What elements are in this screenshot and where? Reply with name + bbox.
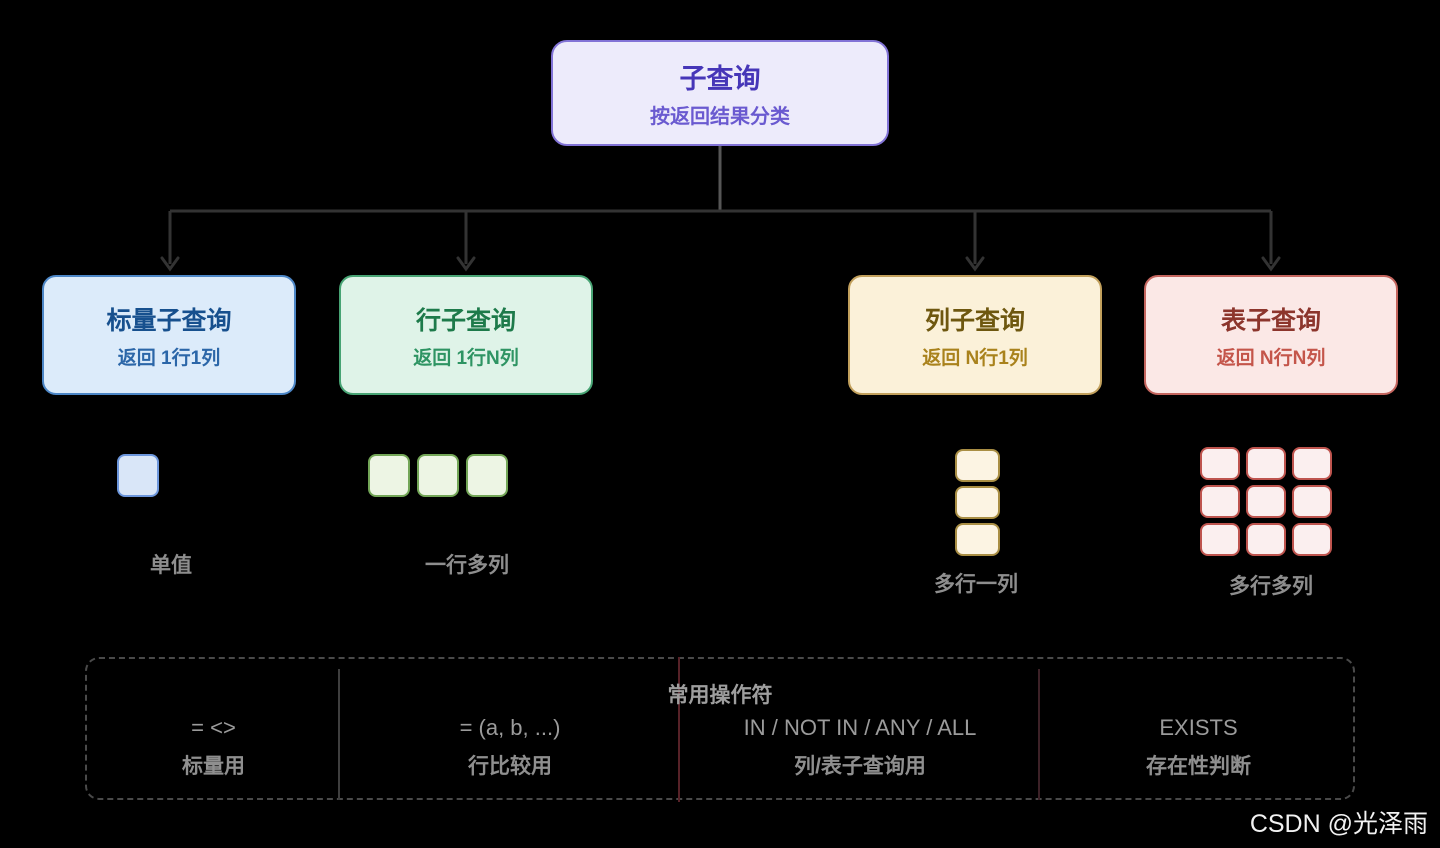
column-cells-icon <box>955 449 1000 556</box>
node-subtitle: 返回 1行N列 <box>413 347 519 369</box>
cell <box>1200 485 1240 518</box>
operator-symbols: IN / NOT IN / ANY / ALL <box>743 715 977 740</box>
node-title: 表子查询 <box>1220 306 1321 335</box>
row-cells-icon <box>368 454 508 497</box>
node-scalar-subquery: 标量子查询 返回 1行1列 <box>42 275 296 395</box>
root-node-subquery: 子查询 按返回结果分类 <box>551 40 889 146</box>
cell <box>955 486 1000 519</box>
cell <box>117 454 159 497</box>
node-title: 行子查询 <box>415 306 516 335</box>
operator-usage: 列/表子查询用 <box>794 755 926 778</box>
operators-panel: 常用操作符 = <> 标量用 = (a, b, ...) 行比较用 IN / N… <box>85 657 1357 802</box>
grid-cells-label: 多行多列 <box>1229 575 1313 598</box>
column-cells-label: 多行一列 <box>934 573 1018 596</box>
node-title: 列子查询 <box>924 306 1025 335</box>
single-cell-label: 单值 <box>150 554 192 577</box>
operator-column-in-any-all: IN / NOT IN / ANY / ALL 列/表子查询用 <box>680 715 1040 780</box>
divider <box>1038 669 1040 800</box>
root-subtitle: 按返回结果分类 <box>650 106 790 128</box>
cell <box>466 454 508 497</box>
cell <box>1200 523 1240 556</box>
node-subtitle: 返回 N行N列 <box>1216 347 1326 369</box>
node-row-subquery: 行子查询 返回 1行N列 <box>339 275 593 395</box>
operator-usage: 行比较用 <box>468 755 552 778</box>
cell <box>1246 447 1286 480</box>
grid-cells-icon <box>1200 447 1332 556</box>
operators-panel-title: 常用操作符 <box>667 684 773 707</box>
operator-symbols: EXISTS <box>1159 715 1238 740</box>
node-subtitle: 返回 N行1列 <box>922 347 1028 369</box>
cell <box>1292 447 1332 480</box>
single-cell-icon <box>117 454 159 502</box>
watermark: CSDN @光泽雨 <box>1249 810 1428 838</box>
node-subtitle: 返回 1行1列 <box>117 347 221 369</box>
cell <box>1246 485 1286 518</box>
operator-column-row: = (a, b, ...) 行比较用 <box>340 715 680 780</box>
operator-usage: 存在性判断 <box>1146 755 1251 778</box>
cell <box>955 449 1000 482</box>
row-cells-label: 一行多列 <box>425 554 509 577</box>
cell <box>955 523 1000 556</box>
root-title: 子查询 <box>679 64 761 94</box>
divider <box>678 657 680 802</box>
operator-symbols: = (a, b, ...) <box>459 715 561 740</box>
operator-column-scalar: = <> 标量用 <box>87 715 340 780</box>
cell <box>417 454 459 497</box>
operator-symbols: = <> <box>191 715 236 740</box>
cell <box>1200 447 1240 480</box>
node-column-subquery: 列子查询 返回 N行1列 <box>848 275 1102 395</box>
operator-column-exists: EXISTS 存在性判断 <box>1040 715 1357 780</box>
cell <box>368 454 410 497</box>
operator-usage: 标量用 <box>182 755 245 778</box>
node-title: 标量子查询 <box>106 306 232 335</box>
cell <box>1246 523 1286 556</box>
node-table-subquery: 表子查询 返回 N行N列 <box>1144 275 1398 395</box>
cell <box>1292 523 1332 556</box>
cell <box>1292 485 1332 518</box>
divider <box>338 669 340 800</box>
